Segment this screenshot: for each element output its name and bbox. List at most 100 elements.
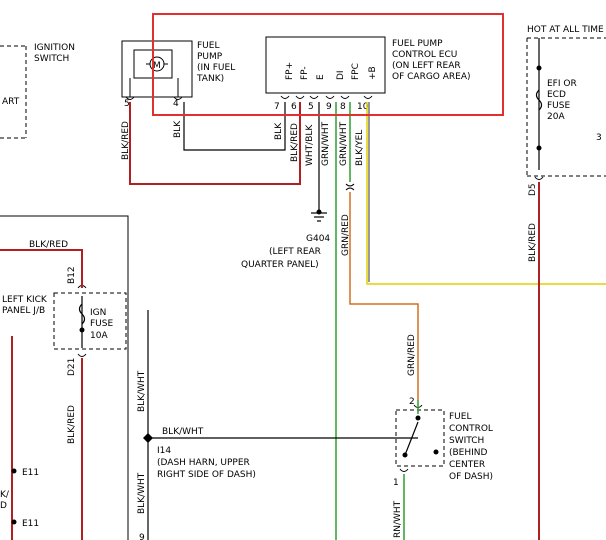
ecu-wire-label-grn-wht-9: GRN/WHT (321, 121, 331, 166)
fuel-pump: M FUEL PUMP (IN FUEL TANK) 5 4 BLK/RED B… (121, 40, 235, 160)
e11-label-a: E11 (22, 468, 39, 478)
splice-label-2: RIGHT SIDE OF DASH) (157, 470, 256, 480)
switch-label-2: CONTROL (449, 424, 493, 434)
connector-icon (345, 183, 355, 191)
ignition-switch-label-2: SWITCH (34, 54, 69, 64)
splice-wire-up-label: BLK/WHT (137, 370, 147, 412)
ecu-wire-label-blk: BLK (274, 122, 284, 140)
left-kick-label-2: PANEL J/B (2, 306, 45, 316)
ecu-pin-7: 7 (274, 102, 280, 112)
e11-partial-a: K/ (0, 490, 10, 500)
switch-label-4: (BEHIND (449, 448, 488, 458)
ecu-wire-label-blk-yel: BLK/YEL (355, 130, 365, 166)
ign-fuse-label-2: FUSE (90, 319, 113, 329)
ground-label-1: (LEFT REAR (269, 247, 321, 257)
fuel-pump-pin-5: 5 (124, 99, 130, 109)
ground-label-2: QUARTER PANEL) (241, 260, 319, 270)
ecu-wire-label-wht-blk: WHT/BLK (305, 124, 315, 166)
splice-icon (143, 433, 153, 443)
ignition-switch: IGNITION SWITCH ART (0, 43, 75, 139)
switch-label-3: SWITCH (449, 436, 484, 446)
ecu-pin-10: 10 (357, 102, 369, 112)
hot-title: HOT AT ALL TIME (527, 25, 604, 35)
ecu-terminal-fp-minus: FP- (300, 66, 310, 80)
fuel-pump-label-2: PUMP (197, 52, 223, 62)
splice-i14: BLK/WHT BLK/WHT I14 (DASH HARN, UPPER RI… (137, 310, 418, 540)
e11-label-b: E11 (22, 519, 39, 529)
mid-wire-label: GRN/RED (341, 214, 351, 256)
ign-fuse-label-3: 10A (90, 331, 108, 341)
ign-fuse-label-1: IGN (90, 308, 106, 318)
highlight-box (152, 13, 504, 116)
ecu-terminal-plus-b: +B (368, 66, 378, 80)
ecu-terminal-fp-plus: FP+ (285, 62, 295, 80)
ecu-pin-5: 5 (308, 102, 314, 112)
ecu-wire-label-blk-red: BLK/RED (290, 123, 300, 162)
motor-symbol: M (153, 61, 161, 71)
fuel-pump-label-3: (IN FUEL (197, 63, 235, 73)
splice-wire-h-label: BLK/WHT (162, 427, 204, 437)
efi-fuse-label-2: ECD (547, 90, 566, 100)
ecu-label-1: FUEL PUMP (392, 39, 443, 49)
e11-partial-b: D (0, 501, 7, 511)
ecu-pin-8: 8 (340, 102, 346, 112)
switch-label-5: CENTER (449, 460, 485, 470)
switch-blade-icon (404, 421, 419, 456)
ecu-label-2: CONTROL ECU (392, 50, 457, 60)
switch-contact-bottom (402, 452, 408, 458)
switch-contact-top (415, 415, 421, 421)
splice-wire-down-label: BLK/WHT (137, 472, 147, 514)
ignition-switch-partial: ART (2, 97, 20, 107)
switch-label-1: FUEL (449, 412, 471, 422)
left-kick-wire-down-label: BLK/RED (67, 405, 77, 444)
left-kick-panel-jb: BLK/RED LEFT KICK PANEL J/B B12 IGN FUSE… (2, 240, 127, 444)
splice-label-1: (DASH HARN, UPPER (157, 458, 250, 468)
hot-at-all-time: HOT AT ALL TIME EFI OR ECD FUSE 20A 3 D5… (526, 25, 606, 262)
ecu-label-3: (ON LEFT REAR (392, 61, 461, 71)
splice-pin-9: 9 (139, 533, 145, 540)
efi-fuse-label-3: FUSE (547, 101, 570, 111)
hot-pin-3: 3 (596, 133, 602, 143)
wire-blk-yel-b (366, 102, 606, 285)
fuse-icon-efi (535, 89, 543, 111)
wire-label-blk-pump: BLK (173, 120, 183, 138)
switch-pin-2: 2 (409, 397, 415, 407)
wire-label-blk-red-pump: BLK/RED (121, 121, 131, 160)
fuel-pump-label-4: TANK) (196, 74, 224, 84)
efi-fuse-label-1: EFI OR (547, 79, 577, 89)
left-kick-wire-top-label: BLK/RED (29, 240, 68, 250)
ecu-terminal-di: DI (336, 70, 346, 80)
switch-wire-top-label: GRN/RED (407, 334, 417, 376)
wire-blk-wht-left-box (0, 215, 129, 540)
ecu-terminal-e: E (316, 74, 326, 80)
e11-connectors: E11 K/ D E11 (0, 468, 39, 529)
ignition-switch-label-1: IGNITION (34, 43, 75, 53)
wire-blk-red-kick-in (0, 249, 83, 288)
left-kick-label-1: LEFT KICK (2, 295, 48, 305)
splice-id: I14 (157, 446, 171, 456)
fuel-pump-label-1: FUEL (197, 41, 219, 51)
wire-blk-red-fp-minus (129, 102, 301, 185)
efi-fuse-label-4: 20A (547, 112, 565, 122)
hot-conn-d5: D5 (528, 183, 538, 196)
ecu-terminal-fpc: FPC (351, 63, 361, 80)
wire-blk-fp-plus (183, 102, 286, 151)
switch-wire-bottom-label: RN/WHT (393, 500, 403, 538)
fuel-pump-pin-4: 4 (173, 99, 179, 109)
ecu-label-4: OF CARGO AREA) (392, 72, 471, 82)
left-kick-conn-b12: B12 (67, 266, 77, 284)
wire-grn-red-switch (349, 192, 419, 400)
switch-pin-1: 1 (393, 478, 399, 488)
hot-wire-label: BLK/RED (528, 223, 538, 262)
ecu-wire-label-grn-wht-8: GRN/WHT (339, 121, 349, 166)
fuel-pump-ecu: FP+ FP- E DI FPC +B FUEL PUMP CONTROL EC… (265, 36, 471, 166)
left-kick-conn-d21: D21 (67, 358, 77, 376)
ground-icon (316, 209, 322, 215)
ground-id: G404 (306, 234, 330, 244)
switch-label-6: OF DASH) (449, 472, 493, 482)
fuel-control-switch: GRN/RED 2 FUEL CONTROL SWITCH (BEHIND CE… (393, 334, 493, 538)
ecu-pin-9: 9 (326, 102, 332, 112)
ecu-pin-6: 6 (291, 102, 297, 112)
ground-g404: G404 (LEFT REAR QUARTER PANEL) (241, 209, 330, 270)
